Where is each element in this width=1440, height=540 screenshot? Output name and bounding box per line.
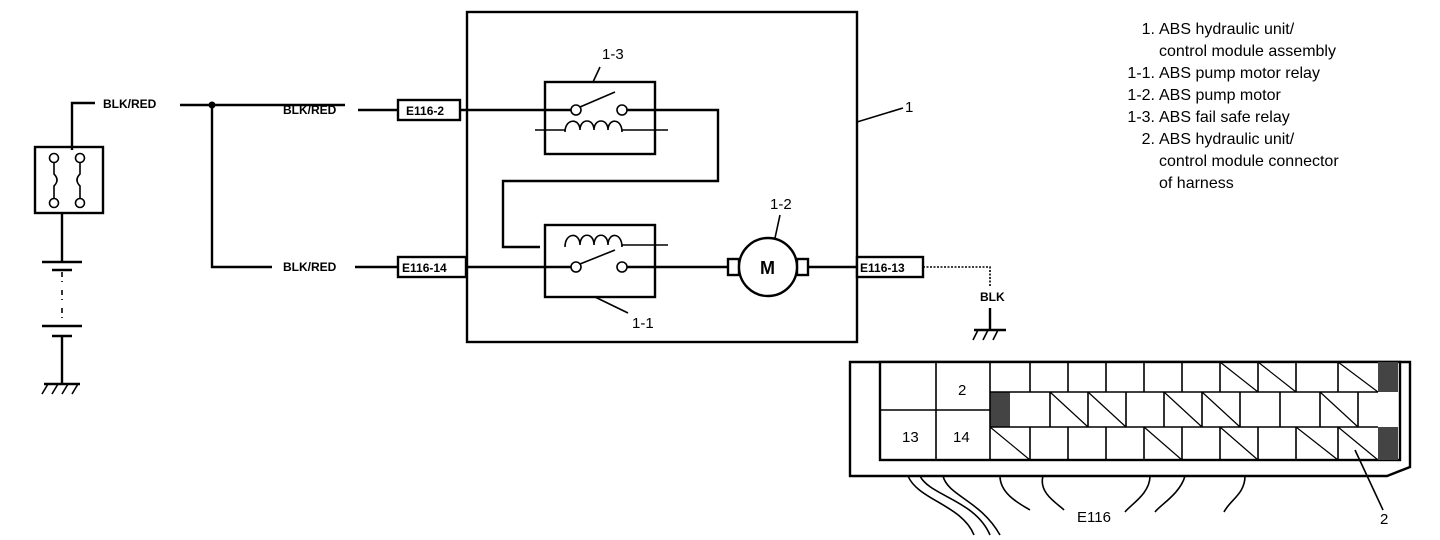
connector-cell-line: [1163, 391, 1203, 428]
legend-text: ABS pump motor relay: [1159, 65, 1320, 82]
fuse-box: [33, 145, 105, 215]
svg-text:E116-14: E116-14: [402, 261, 447, 275]
svg-text:E116-13: E116-13: [860, 261, 905, 275]
ref-label-2: 2: [1380, 511, 1388, 528]
wire-label-blk: BLK: [980, 290, 1005, 304]
legend-number: 1-2.: [1127, 87, 1155, 104]
connector-cell-line: [1219, 361, 1259, 393]
connector-tag-e116-13: E116-13: [855, 255, 925, 279]
connector-cell-line: [1337, 361, 1379, 393]
connector-cell-line: [1337, 426, 1379, 461]
pin-14: 14: [953, 429, 970, 446]
connector-cell-line: [1295, 426, 1339, 461]
legend-text: control module connector: [1159, 153, 1339, 170]
pump-motor-relay: [536, 223, 728, 299]
legend-text: of harness: [1159, 175, 1234, 192]
legend-text: ABS hydraulic unit/: [1159, 21, 1295, 38]
connector-name: E116: [1077, 509, 1111, 526]
legend: 1.ABS hydraulic unit/control module asse…: [1127, 21, 1339, 192]
pin-13: 13: [902, 429, 919, 446]
ground-icon: [41, 382, 80, 395]
connector-cell-line: [1143, 426, 1183, 461]
abs-unit-box: [465, 10, 859, 344]
connector-cell-line: [1201, 391, 1241, 428]
legend-number: 1-1.: [1127, 65, 1155, 82]
battery-symbol: [42, 260, 82, 384]
pump-motor: M: [726, 236, 810, 298]
ref-label-1-3: 1-3: [602, 46, 624, 63]
ref-label-1-1: 1-1: [632, 315, 654, 332]
legend-number: 1.: [1142, 21, 1155, 38]
legend-text: control module assembly: [1159, 43, 1336, 60]
connector-cell-line: [1087, 391, 1127, 428]
connector-tag-e116-2: E116-2: [396, 98, 462, 122]
connector-tag-e116-14: E116-14: [396, 255, 468, 279]
connector-cell-line: [989, 426, 1031, 461]
ref-label-1-2: 1-2: [770, 196, 792, 213]
wire-label-blk-red-1: BLK/RED: [103, 97, 157, 111]
legend-text: ABS fail safe relay: [1159, 109, 1290, 126]
harness-wires: [907, 475, 1246, 536]
legend-text: ABS pump motor: [1159, 87, 1282, 104]
legend-text: ABS hydraulic unit/: [1159, 131, 1295, 148]
legend-number: 2.: [1142, 131, 1155, 148]
pin-2: 2: [958, 382, 966, 399]
svg-text:E116-2: E116-2: [406, 104, 444, 118]
connector-cell-line: [1049, 391, 1089, 428]
motor-symbol: M: [760, 258, 775, 278]
fail-safe-relay: [532, 80, 668, 156]
wire-label-blk-red-3: BLK/RED: [283, 260, 337, 274]
connector-cell-line: [1319, 391, 1359, 428]
wire-label-blk-red-2: BLK/RED: [283, 103, 337, 117]
ground-icon-2: [972, 328, 1006, 341]
ref-label-1: 1: [905, 99, 913, 116]
connector-cell-line: [1257, 361, 1297, 393]
connector-cell-line: [1219, 426, 1259, 461]
legend-number: 1-3.: [1127, 109, 1155, 126]
harness-connector-e116: [848, 360, 1412, 478]
